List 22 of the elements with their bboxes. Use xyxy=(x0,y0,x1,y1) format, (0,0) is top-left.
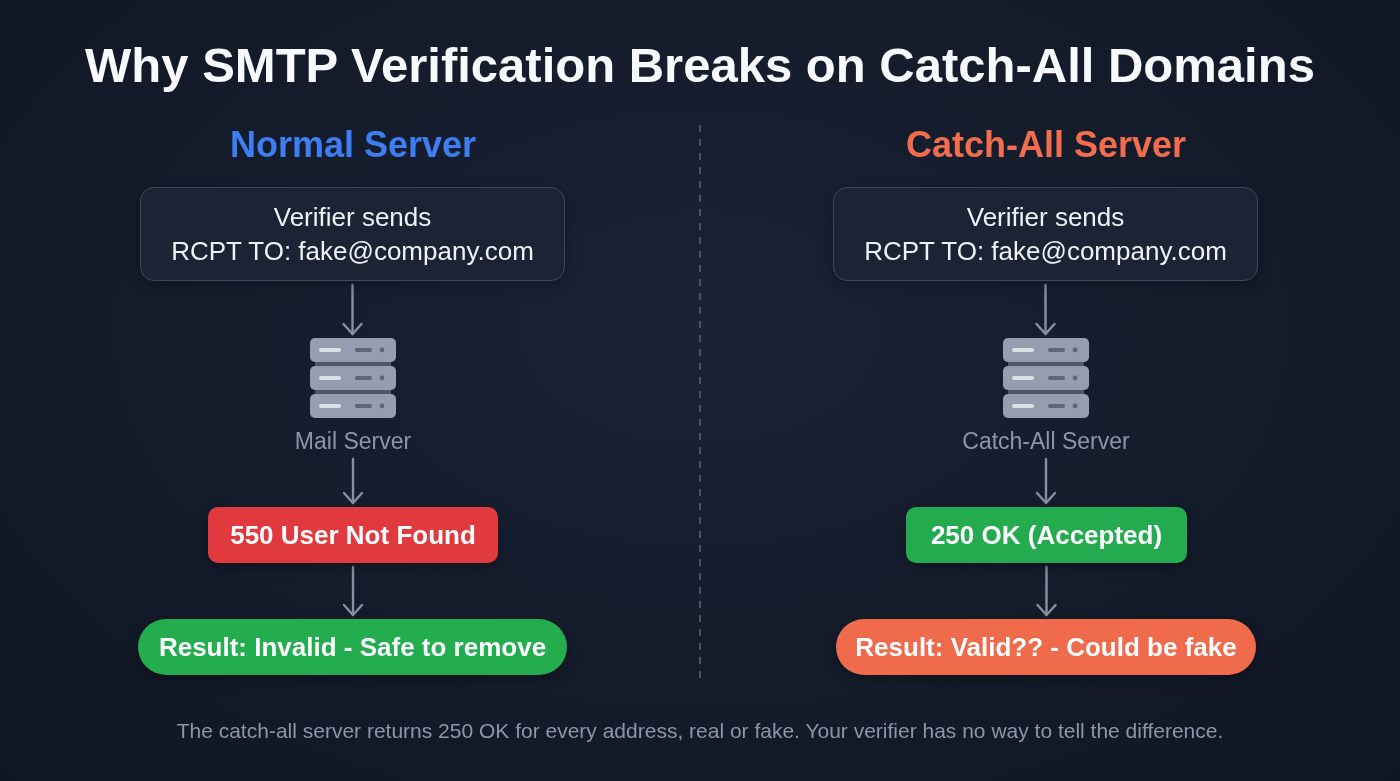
arrow xyxy=(342,565,364,617)
column-heading: Catch-All Server xyxy=(904,123,1188,167)
request-text: Verifier sends xyxy=(273,201,432,234)
arrow xyxy=(342,457,364,505)
column-heading: Normal Server xyxy=(228,123,478,167)
request-text: RCPT TO: fake@company.com xyxy=(864,235,1227,268)
result-pill: Result: Invalid - Safe to remove xyxy=(138,619,567,675)
caption: The catch-all server returns 250 OK for every address, real or fake. Your verifier has no way to tell the difference. xyxy=(175,718,1225,744)
diagram-title: Why SMTP Verification Breaks on Catch-All Domains xyxy=(84,37,1316,94)
request-text: Verifier sends xyxy=(966,201,1125,234)
request-box xyxy=(833,187,1258,281)
status-badge: 250 OK (Accepted) xyxy=(906,507,1187,563)
request-text: RCPT TO: fake@company.com xyxy=(171,235,534,268)
request-box xyxy=(140,187,565,281)
status-badge: 550 User Not Found xyxy=(208,507,498,563)
arrow xyxy=(1036,565,1057,617)
server-label: Mail Server xyxy=(294,427,412,455)
arrow xyxy=(342,283,363,336)
server-label: Catch-All Server xyxy=(962,427,1130,455)
arrow xyxy=(1035,457,1057,505)
result-pill: Result: Valid?? - Could be fake xyxy=(836,619,1256,675)
arrow xyxy=(1035,283,1056,336)
